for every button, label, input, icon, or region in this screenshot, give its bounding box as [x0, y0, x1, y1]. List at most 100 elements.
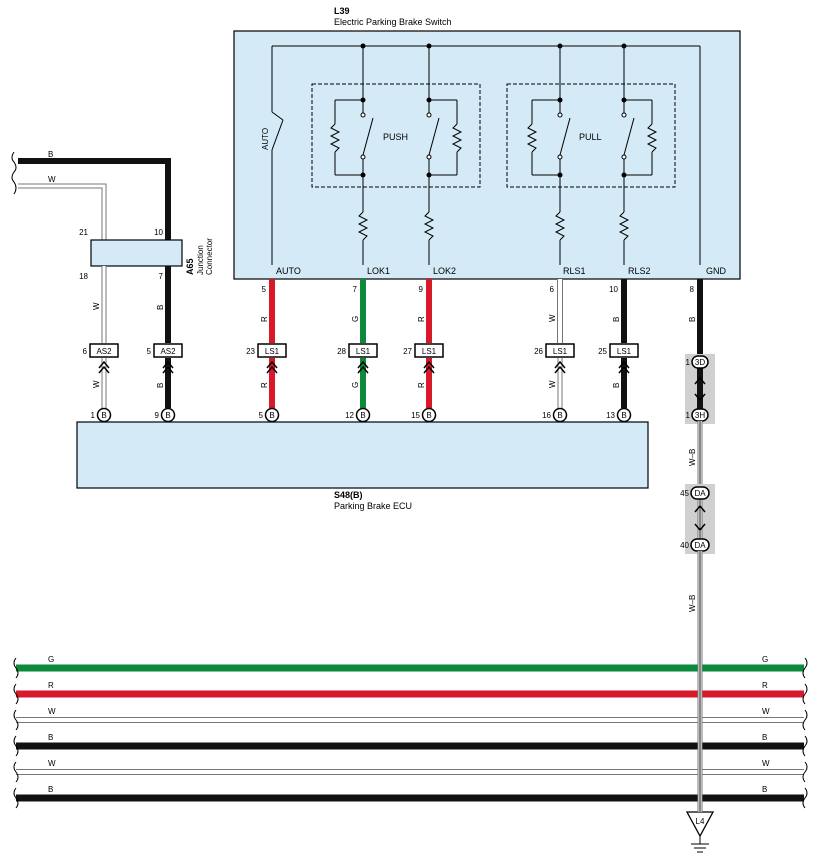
bus-color-right: B [762, 785, 767, 794]
junction-label: 3D [695, 358, 705, 367]
junction-label: DA [694, 489, 706, 498]
ecu-name: Parking Brake ECU [334, 501, 412, 511]
wire-color-label: W [92, 302, 101, 310]
term-rls1: RLS1 [563, 266, 586, 276]
wire-color-label: G [351, 382, 360, 388]
ecu-pin-letter: B [269, 411, 274, 420]
connector-pin: 26 [534, 347, 543, 356]
gnd-low-color: W–B [688, 595, 697, 612]
resistor [329, 123, 341, 153]
chevron [423, 360, 435, 369]
connector-box [257, 343, 287, 358]
ecu-pin-letter: B [101, 411, 106, 420]
chevron [694, 393, 706, 402]
break-mark [13, 683, 19, 705]
connector-label: LS1 [617, 347, 632, 356]
resistor [423, 211, 435, 241]
ecu-pin-number: 5 [259, 411, 264, 420]
push-label: PUSH [383, 132, 408, 142]
break-mark [802, 709, 808, 731]
connector-pin: 28 [337, 347, 346, 356]
break-mark [13, 657, 19, 679]
switch-code: L39 [334, 6, 350, 16]
wire-color-label: B [612, 317, 621, 322]
switch-name: Electric Parking Brake Switch [334, 17, 452, 27]
gnd-color-label: B [688, 317, 697, 322]
connector-pin: 25 [598, 347, 607, 356]
resistor [618, 211, 630, 241]
switch-blade [428, 117, 440, 156]
switch-internals [329, 46, 658, 265]
ecu-pin-letter: B [621, 411, 626, 420]
bus-color-right: G [762, 655, 768, 664]
wire-color-label: R [260, 382, 269, 388]
ground-label: L4 [696, 817, 705, 826]
break-mark [802, 761, 808, 783]
wire-3: RR5LS123B5AUTO [246, 279, 287, 436]
connector-box [89, 343, 119, 358]
ecu-pin-letter: B [165, 411, 170, 420]
junction-pin-number: 40 [680, 541, 689, 550]
wire-color-label: W [92, 380, 101, 388]
contact [360, 154, 366, 160]
break-mark [802, 735, 808, 757]
switch-pin: 5 [262, 285, 267, 294]
switch-pin: 10 [609, 285, 618, 294]
bus-color-left: R [48, 681, 54, 690]
bus-color-left: G [48, 655, 54, 664]
bus-color-left: B [48, 785, 53, 794]
term-lok2: LOK2 [433, 266, 456, 276]
connector-box [153, 343, 183, 358]
chevron [98, 365, 110, 374]
break-mark [802, 787, 808, 809]
junction-pin [690, 486, 710, 500]
resistor [526, 123, 538, 153]
wire-color-label: R [260, 316, 269, 322]
ecu-pin-number: 9 [155, 411, 160, 420]
ecu-pin-number: 1 [91, 411, 96, 420]
connector-label: LS1 [422, 347, 437, 356]
jc-pin-18: 18 [79, 272, 88, 281]
jc-pin-10: 10 [154, 228, 163, 237]
wire-color-label: B [156, 383, 165, 388]
wire-4: GG7LS128B12LCK1 [337, 279, 378, 436]
junction-label: 3H [695, 411, 705, 420]
chevron [694, 523, 706, 532]
chevron [423, 365, 435, 374]
ecu-box [76, 421, 649, 489]
resistor [357, 211, 369, 241]
gnd-pin: 8 [690, 285, 695, 294]
connector-pin: 27 [403, 347, 412, 356]
chevron [266, 360, 278, 369]
junction-pin-number: 1 [686, 358, 691, 367]
break-mark [13, 761, 19, 783]
ecu-pin-number: 13 [606, 411, 615, 420]
chevron [357, 365, 369, 374]
wire-color-label: B [612, 383, 621, 388]
jc-name-2: Connector [205, 238, 214, 275]
chevron [618, 360, 630, 369]
contact [360, 112, 366, 118]
contact [621, 112, 627, 118]
break-mark [802, 683, 808, 705]
chevron [694, 504, 706, 513]
wire-1: WWAS26B1CA2L [83, 266, 119, 436]
connector-label: LS1 [265, 347, 280, 356]
wire-color-label: R [417, 382, 426, 388]
connector-label: LS1 [553, 347, 568, 356]
bus-color-left: W [48, 707, 56, 716]
switch-blade [623, 117, 635, 156]
term-auto: AUTO [276, 266, 301, 276]
connector-box [414, 343, 444, 358]
resistor [554, 211, 566, 241]
bus-color-left: W [48, 759, 56, 768]
contact [621, 154, 627, 160]
bus-color-left: B [48, 733, 53, 742]
wire-color-label: W [548, 314, 557, 322]
ecu-pin-letter: B [557, 411, 562, 420]
connector-pin: 5 [147, 347, 152, 356]
chevron [554, 365, 566, 374]
left-wire-w-label: W [48, 175, 56, 184]
chevron [357, 360, 369, 369]
